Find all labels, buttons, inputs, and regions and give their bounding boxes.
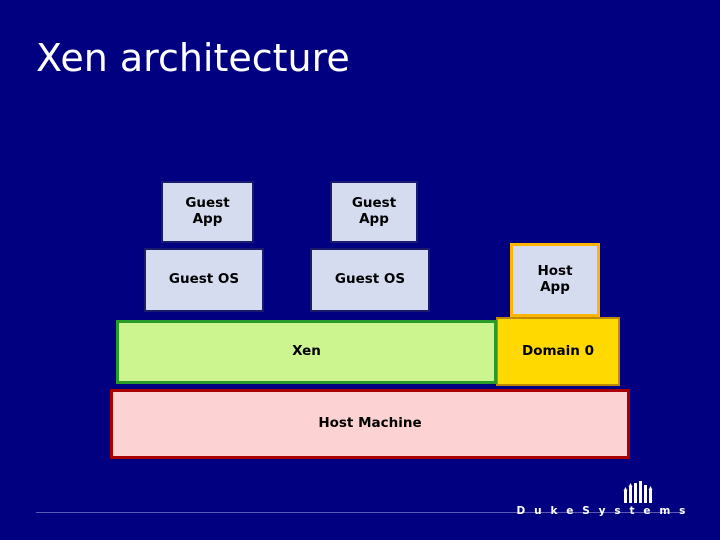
box-guest-app-2[interactable]: Guest App (330, 181, 418, 243)
box-host-machine[interactable]: Host Machine (110, 389, 630, 459)
box-domain-0[interactable]: Domain 0 (496, 317, 620, 386)
footer-divider (36, 512, 684, 513)
box-guest-os-2[interactable]: Guest OS (310, 248, 430, 312)
box-host-app[interactable]: Host App (510, 243, 600, 317)
duke-chapel-icon (622, 481, 656, 503)
box-guest-app-1[interactable]: Guest App (161, 181, 254, 243)
box-xen[interactable]: Xen (116, 320, 497, 384)
box-host-app-label: Host App (537, 263, 573, 295)
brand-label: D u k e S y s t e m s (516, 505, 688, 517)
box-guest-os-1[interactable]: Guest OS (144, 248, 264, 312)
box-guest-app-1-label: Guest App (185, 195, 230, 227)
page-title: Xen architecture (36, 36, 350, 80)
box-guest-app-2-label: Guest App (351, 195, 397, 227)
